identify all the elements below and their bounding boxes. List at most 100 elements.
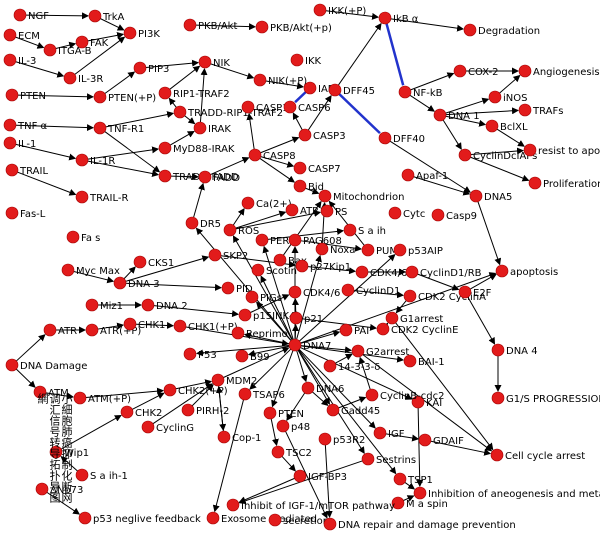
edge bbox=[132, 392, 165, 410]
edge bbox=[60, 414, 122, 450]
edge bbox=[260, 136, 300, 154]
node-dot bbox=[361, 452, 375, 466]
node-dot bbox=[93, 121, 107, 135]
edge bbox=[74, 36, 126, 75]
edge bbox=[300, 330, 341, 344]
node-dot bbox=[163, 383, 177, 397]
node-dot bbox=[318, 432, 332, 446]
node-maspin: M a spin bbox=[391, 496, 448, 510]
edge bbox=[25, 12, 90, 20]
node-label: resist to apoptosis bbox=[538, 146, 600, 157]
edge bbox=[210, 157, 250, 176]
node-gdaif: GDAIF bbox=[418, 433, 464, 447]
node-label: TNF α bbox=[17, 121, 48, 132]
node-cks1: CKS1 bbox=[133, 255, 174, 269]
node-casp6: CASP6 bbox=[283, 100, 331, 114]
edge bbox=[250, 294, 290, 313]
node-label: PIRH-2 bbox=[196, 406, 229, 417]
node-label: TrkA bbox=[102, 12, 125, 23]
node-dff45: DFF45 bbox=[328, 83, 375, 97]
edge bbox=[262, 245, 294, 340]
node-ngf: NGF bbox=[13, 8, 49, 22]
node-dot bbox=[75, 35, 89, 49]
node-igf1mtor: Inhibit of IGF-1/mTOR pathway bbox=[226, 498, 395, 512]
edge bbox=[15, 368, 36, 388]
node-dna2: DNA 2 bbox=[141, 298, 188, 312]
node-dot bbox=[405, 265, 419, 279]
node-reprimo: Reprimo bbox=[231, 326, 288, 340]
node-dna1: DNA 1 bbox=[433, 108, 480, 122]
node-label: PID bbox=[236, 284, 253, 295]
node-dot bbox=[241, 196, 255, 210]
node-label: Casp9 bbox=[446, 211, 477, 222]
node-dot bbox=[88, 9, 102, 23]
edge bbox=[105, 111, 175, 128]
edge bbox=[15, 61, 65, 78]
node-cdk46b: CDK4/6 bbox=[288, 285, 340, 299]
edge bbox=[104, 131, 161, 173]
node-dnarep: DNA repair and damage prevention bbox=[323, 517, 516, 531]
node-label: Fa s bbox=[81, 233, 100, 244]
node-dot bbox=[120, 405, 134, 419]
edge bbox=[232, 235, 293, 341]
edge bbox=[296, 254, 322, 340]
edge bbox=[477, 201, 502, 266]
node-saih: S a ih bbox=[343, 223, 386, 237]
node-cox2: COX-2 bbox=[453, 64, 499, 78]
node-dot bbox=[35, 482, 49, 496]
node-dot bbox=[75, 190, 89, 204]
node-label: TSAP6 bbox=[252, 390, 285, 401]
node-dot bbox=[413, 486, 427, 500]
node-dot bbox=[63, 71, 77, 85]
node-label: IRAK bbox=[208, 124, 231, 135]
node-dot bbox=[318, 189, 332, 203]
node-label: PKB/Akt bbox=[198, 21, 237, 32]
node-dot bbox=[158, 169, 172, 183]
node-bax: Bax bbox=[273, 253, 307, 267]
node-label: PAI bbox=[354, 326, 369, 337]
node-label: MyD88-IRAK bbox=[173, 144, 235, 155]
node-label: ECM bbox=[18, 31, 40, 42]
node-label: p53AIP bbox=[408, 246, 443, 257]
edge bbox=[100, 18, 125, 31]
node-label: Fas-L bbox=[20, 209, 46, 220]
node-label: COX-2 bbox=[468, 67, 499, 78]
node-dot bbox=[293, 469, 307, 483]
node-atrp: ATR(+P) bbox=[85, 323, 141, 337]
node-dot bbox=[208, 248, 222, 262]
node-dot bbox=[431, 208, 445, 222]
node-dot bbox=[248, 148, 262, 162]
node-label: IL-1 bbox=[18, 139, 36, 150]
edge bbox=[395, 322, 494, 451]
node-dot bbox=[255, 233, 269, 247]
node-casp9: Casp9 bbox=[431, 208, 477, 222]
node-label: p21 bbox=[304, 314, 323, 325]
edge bbox=[265, 80, 305, 90]
edge bbox=[184, 115, 196, 125]
node-dot bbox=[518, 103, 532, 117]
node-dot bbox=[378, 11, 392, 25]
node-dot bbox=[343, 223, 357, 237]
inhibit-edge bbox=[385, 23, 405, 86]
node-mycmax: Myc Max bbox=[61, 263, 120, 277]
edge bbox=[193, 182, 205, 218]
edge bbox=[416, 407, 424, 488]
node-p48: p48 bbox=[276, 419, 310, 433]
node-pai: PAI bbox=[339, 323, 369, 337]
edge bbox=[470, 156, 530, 182]
node-chk2p: CHK2(+P) bbox=[163, 383, 228, 397]
edge bbox=[249, 348, 292, 390]
node-dot bbox=[289, 311, 303, 325]
node-label: CyclinD1/RB bbox=[420, 268, 482, 279]
edge bbox=[87, 146, 160, 160]
node-dot bbox=[193, 121, 207, 135]
edge bbox=[15, 124, 95, 132]
node-label: DNA Damage bbox=[20, 361, 87, 372]
edge bbox=[385, 433, 420, 442]
node-label: PTEN bbox=[278, 409, 304, 420]
node-il1r: IL-1R bbox=[75, 153, 115, 167]
node-label: Wip1 bbox=[64, 448, 89, 459]
node-apaf: Apaf-1 bbox=[401, 168, 448, 182]
node-pag608: PAG608 bbox=[288, 233, 342, 247]
node-label: ATP bbox=[300, 206, 318, 217]
